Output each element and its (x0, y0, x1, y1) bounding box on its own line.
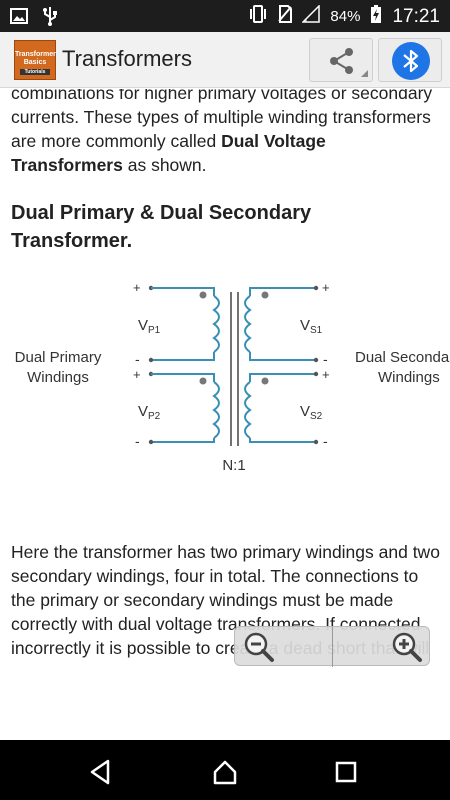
plus-s1: + (322, 280, 330, 295)
vs2-label: VS2 (300, 403, 323, 422)
app-bar: Transformer Basics Tutorials Transformer… (0, 32, 450, 88)
vibrate-icon (248, 5, 268, 28)
battery-charging-icon (370, 4, 382, 29)
paragraph-1: combinations for higher primary voltages… (11, 89, 441, 177)
transformer-diagram: Dual Primary Windings Dual Secondary Win… (0, 274, 450, 474)
app-title: Transformers (62, 46, 192, 71)
plus-s2: + (322, 367, 330, 382)
minus-p2: - (135, 433, 140, 449)
no-sim-icon (278, 5, 293, 28)
nav-bar (0, 740, 450, 800)
clock: 17:21 (392, 5, 440, 27)
share-button[interactable] (309, 38, 373, 82)
vp2-label: VP2 (138, 403, 161, 422)
signal-icon (301, 4, 321, 28)
minus-s1: - (323, 351, 328, 367)
zoom-divider (332, 627, 333, 667)
plus-p1: + (133, 280, 141, 295)
left-label-2: Windings (27, 369, 89, 386)
zoom-out-button[interactable] (243, 631, 275, 663)
usb-icon (42, 6, 58, 31)
app-logo-sub: Tutorials (20, 69, 50, 75)
app-logo: Transformer Basics Tutorials (14, 40, 56, 80)
battery-percent: 84% (330, 8, 361, 25)
left-label-1: Dual Primary (15, 349, 102, 366)
article-content[interactable]: combinations for higher primary voltages… (0, 89, 450, 740)
turns-ratio: N:1 (222, 457, 245, 474)
vs1-label: VS1 (300, 317, 323, 336)
status-bar: 84% 17:21 (0, 0, 450, 32)
image-icon (10, 7, 28, 30)
plus-p2: + (133, 367, 141, 382)
zoom-out-icon (243, 632, 275, 667)
app-logo-text: Transformer Basics (15, 51, 56, 66)
paragraph-1-text: combinations for higher primary voltages… (11, 89, 433, 151)
zoom-in-icon (391, 632, 423, 667)
right-label-2: Windings (378, 369, 440, 386)
paragraph-1-end: as shown. (122, 155, 207, 175)
right-label-1: Dual Secondary (355, 349, 450, 366)
back-icon (86, 759, 114, 790)
zoom-control (234, 626, 430, 667)
home-button[interactable] (211, 758, 239, 786)
minus-p1: - (135, 351, 140, 367)
back-button[interactable] (86, 758, 114, 786)
recents-icon (332, 761, 360, 790)
home-icon (211, 760, 239, 790)
bluetooth-button[interactable] (378, 38, 442, 82)
section-heading: Dual Primary & Dual Secondary Transforme… (11, 202, 312, 252)
vp1-label: VP1 (138, 317, 161, 336)
paragraph-1-bold: Dual Voltage Transformers (11, 131, 326, 175)
zoom-in-button[interactable] (391, 631, 423, 663)
overflow-corner (361, 70, 368, 77)
recents-button[interactable] (332, 758, 360, 786)
minus-s2: - (323, 433, 328, 449)
